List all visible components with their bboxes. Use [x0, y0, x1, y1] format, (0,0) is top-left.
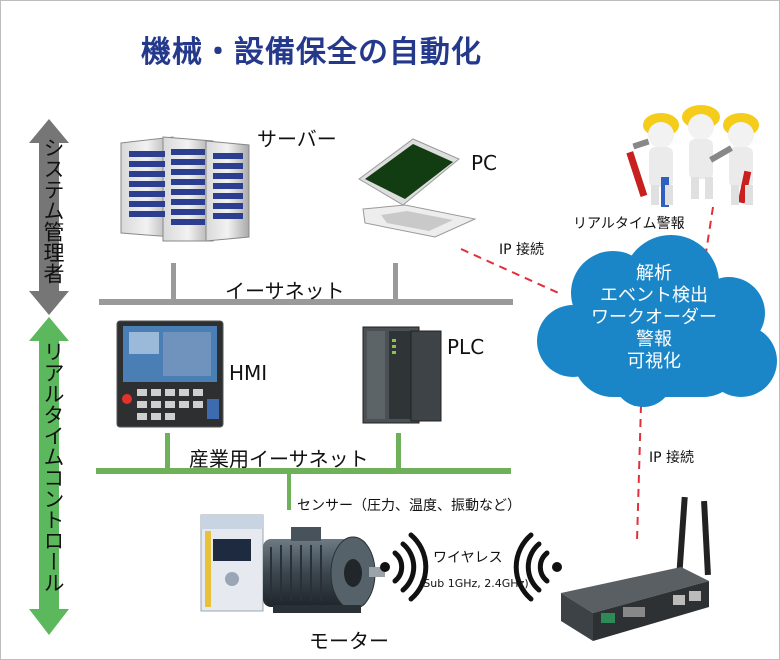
ethernet-label: イーサネット: [225, 279, 345, 303]
cloud-functions: 解析 エベント検出 ワークオーダー 警報 可視化: [561, 263, 747, 373]
cloud-item-work-order: ワークオーダー: [591, 307, 717, 328]
cloud-gateway-connection-label: IP 接続: [649, 450, 695, 466]
sensor-label: センサー（圧力、温度、振動など）: [297, 498, 521, 514]
gateway-icon: [561, 496, 711, 641]
workers-icon: [626, 105, 759, 207]
plc-label: PLC: [447, 335, 485, 359]
plc-icon: [362, 326, 442, 424]
cloud-item-analysis: 解析: [636, 263, 672, 284]
system-admin-arrow: [29, 119, 69, 315]
server-label: サーバー: [257, 127, 337, 151]
inverter-icon: [200, 514, 264, 612]
motor-icon: [263, 527, 385, 613]
ethernet-bus: [99, 263, 513, 305]
wireless-right-icon: [513, 532, 562, 602]
laptop-icon: [358, 138, 477, 238]
cloud-shape: [537, 235, 777, 407]
motor-label: モーター: [309, 629, 389, 653]
hmi-icon: [116, 320, 224, 428]
cloud-item-alarm: 警報: [636, 329, 672, 350]
realtime-control-label: リアルタイムコントロール: [41, 341, 65, 593]
pc-label: PC: [471, 151, 498, 175]
pc-cloud-connection-label: IP 接続: [499, 242, 545, 258]
industrial-ethernet-bus: [96, 433, 511, 510]
hmi-label: HMI: [229, 361, 268, 385]
wireless-bands-label: (Sub 1GHz, 2.4GHz): [419, 577, 529, 590]
system-admin-label: システム管理者: [41, 137, 65, 284]
cloud-item-event-detection: エベント検出: [600, 285, 708, 306]
server-icon: [120, 136, 250, 242]
realtime-alert-label: リアルタイム警報: [573, 216, 685, 232]
cloud-item-visualization: 可視化: [627, 351, 681, 372]
dashed-links: [460, 206, 714, 542]
page-title: 機械・設備保全の自動化: [141, 35, 482, 70]
wireless-label: ワイヤレス: [433, 550, 503, 566]
realtime-control-arrow: [29, 317, 69, 635]
wireless-left-icon: [380, 532, 429, 602]
industrial-ethernet-label: 産業用イーサネット: [189, 447, 369, 471]
